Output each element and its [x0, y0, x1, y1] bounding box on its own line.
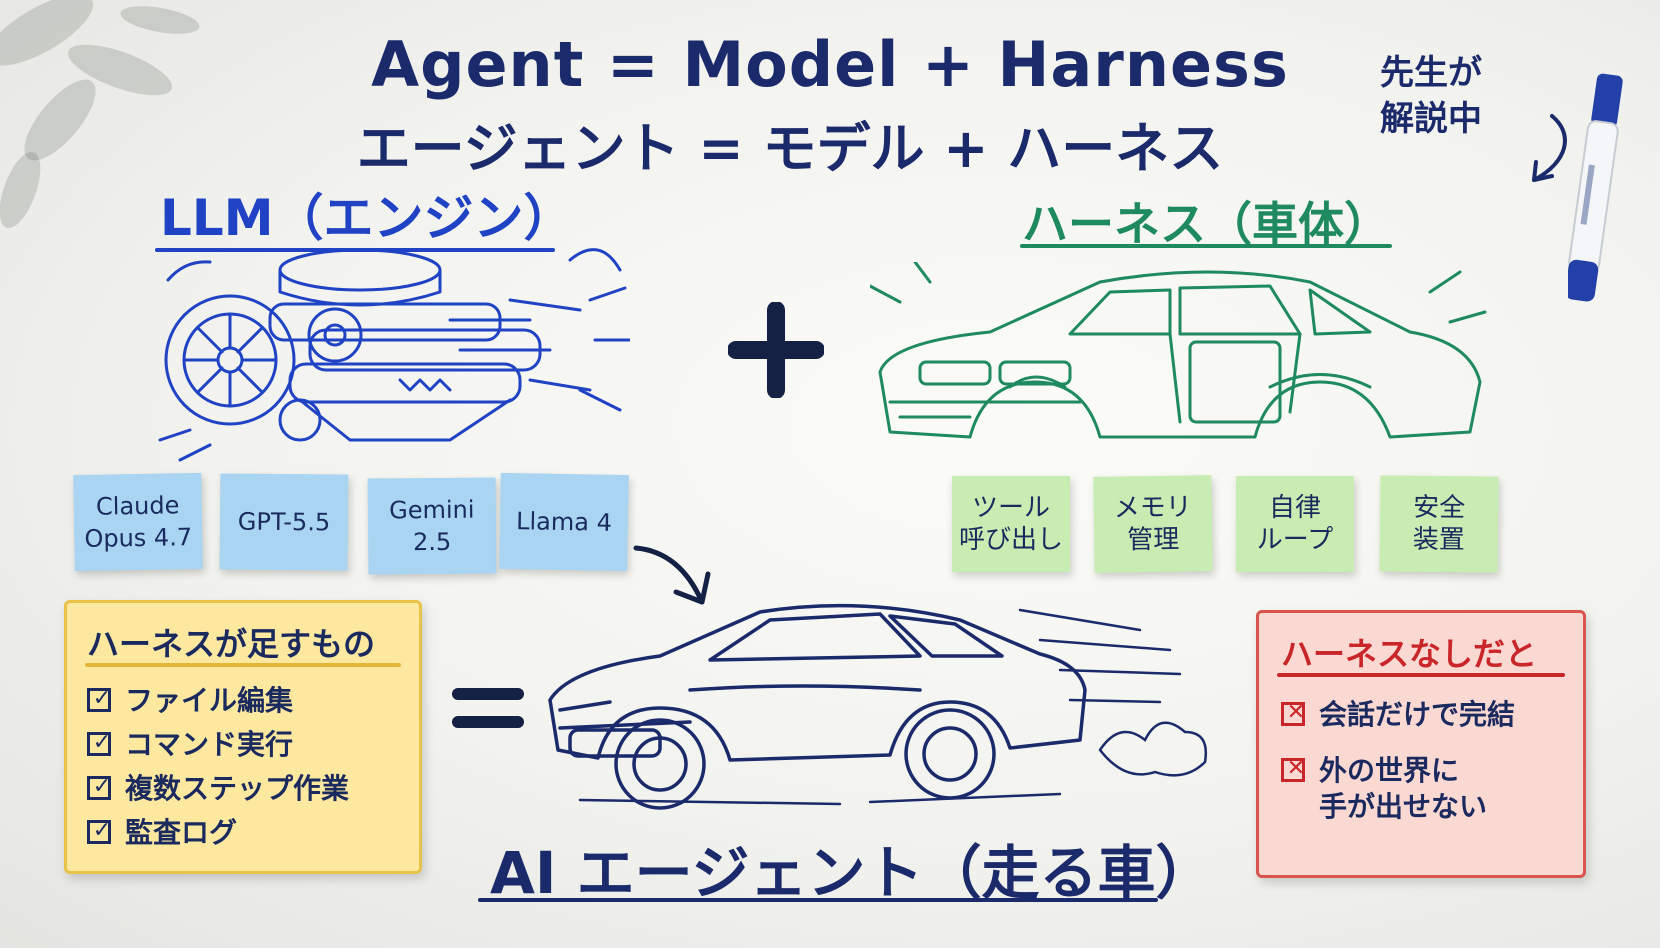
adds-item-command: ✓ コマンド実行	[87, 727, 293, 763]
checkbox-icon: ✓	[87, 686, 111, 712]
ai-agent-title: AI エージェント（走る車）	[490, 839, 1214, 907]
title-english: Agent = Model + Harness	[371, 28, 1289, 101]
harness-adds-underline	[85, 663, 401, 667]
without-harness-title: ハーネスなしだと	[1281, 635, 1538, 673]
without-harness-panel: ハーネスなしだと ✕ 会話だけで完結 ✕ 外の世界に 手が出せない	[1256, 610, 1586, 878]
harness-heading-underline	[1020, 244, 1392, 248]
llm-heading: LLM（エンジン）	[160, 189, 574, 247]
checkbox-icon: ✓	[87, 730, 111, 756]
harness-note-loop: 自律 ループ	[1236, 476, 1354, 572]
without-item-no-outside: ✕ 外の世界に 手が出せない	[1281, 753, 1487, 825]
curved-arrow-icon	[1532, 114, 1567, 182]
harness-note-safety: 安全 装置	[1379, 475, 1499, 573]
checkbox-icon: ✓	[87, 774, 111, 800]
leaf-shadow-decoration	[0, 0, 200, 228]
engine-icon	[158, 248, 630, 462]
cross-box-icon: ✕	[1281, 700, 1305, 726]
adds-item-audit-log: ✓ 監査ログ	[87, 815, 237, 851]
marker-pen-icon	[1568, 73, 1623, 302]
teacher-note: 先生が 解説中	[1380, 53, 1482, 139]
checkbox-icon: ✓	[87, 818, 111, 844]
car-body-icon	[870, 262, 1487, 439]
ai-agent-title-underline	[478, 898, 1158, 902]
model-note-gpt: GPT-5.5	[219, 473, 349, 571]
equals-sign-icon	[452, 688, 524, 728]
cross-box-icon: ✕	[1281, 756, 1305, 782]
sports-car-icon	[548, 603, 1208, 810]
harness-adds-title: ハーネスが足すもの	[87, 625, 376, 663]
model-note-gemini: Gemini 2.5	[367, 477, 497, 575]
without-item-chat-only: ✕ 会話だけで完結	[1281, 697, 1515, 733]
plus-sign-icon	[728, 302, 824, 398]
arrow-down-right-icon	[633, 545, 711, 605]
harness-adds-panel: ハーネスが足すもの ✓ ファイル編集 ✓ コマンド実行 ✓ 複数ステップ作業 ✓…	[64, 600, 422, 874]
model-note-claude: Claude Opus 4.7	[73, 472, 203, 572]
harness-note-tool-calls: ツール 呼び出し	[952, 476, 1070, 572]
without-harness-underline	[1277, 673, 1565, 677]
adds-item-file-edit: ✓ ファイル編集	[87, 683, 293, 719]
harness-heading: ハーネス（車体）	[1022, 197, 1390, 251]
adds-item-multistep: ✓ 複数ステップ作業	[87, 771, 349, 807]
model-note-llama: Llama 4	[499, 472, 629, 572]
title-japanese: エージェント = モデル + ハーネス	[356, 117, 1224, 180]
harness-note-memory: メモリ 管理	[1093, 475, 1213, 573]
